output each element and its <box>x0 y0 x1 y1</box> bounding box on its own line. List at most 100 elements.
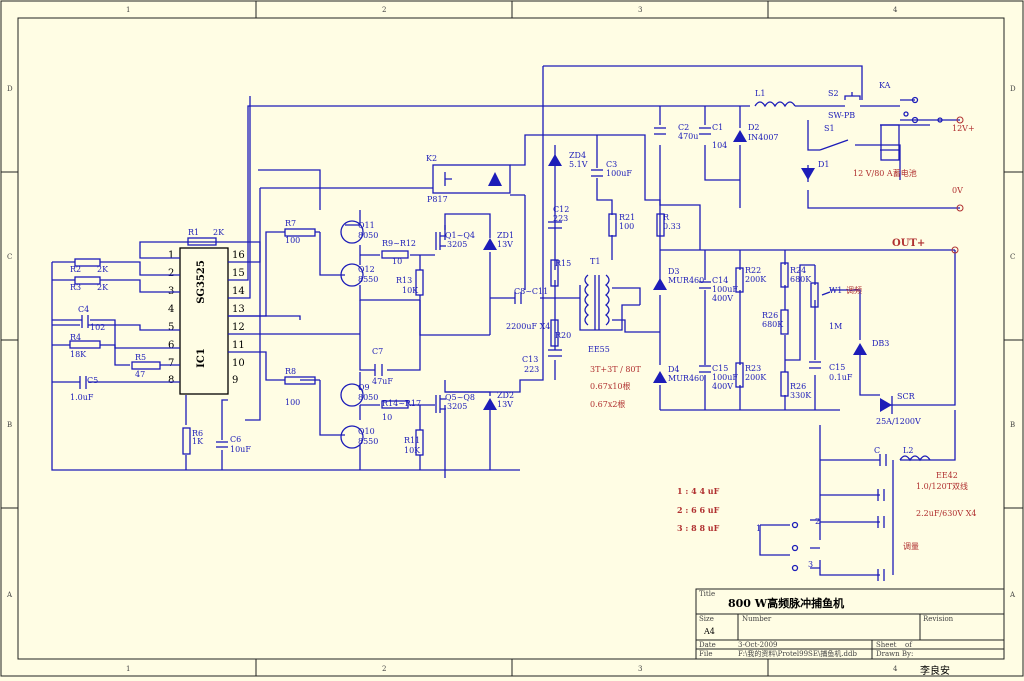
ic-pin-10: 10 <box>232 358 245 369</box>
transistor-q10 <box>340 425 364 449</box>
col-label-3-bottom: 3 <box>638 665 642 673</box>
value-c16: 0.1uF <box>829 373 853 382</box>
label-c6: C6 <box>230 435 241 444</box>
drawn-by-label: Drawn By: <box>876 650 913 658</box>
zener-zd2 <box>483 398 497 410</box>
title-label: Title <box>699 590 715 598</box>
label-q11: Q11 <box>358 221 375 230</box>
value-r11: 10K <box>404 446 421 455</box>
value-r13: 10K <box>402 286 419 295</box>
resistor-r22 <box>735 267 744 293</box>
sheet-label: Sheet <box>876 641 897 649</box>
label-c1: C1 <box>712 123 723 132</box>
label-r21: R21 <box>619 213 635 222</box>
ic-pin-7: 7 <box>168 358 174 369</box>
revision-label: Revision <box>923 615 954 623</box>
value-r14-r17: 10 <box>382 413 392 422</box>
value-zd4: 5.1V <box>569 160 588 169</box>
note-l2-winding: 1.0/120T双线 <box>916 481 968 491</box>
value-q11: 8050 <box>358 231 378 240</box>
diode-d3 <box>653 278 667 290</box>
value-q1-q4: 3205 <box>447 240 467 249</box>
value-r2: 2K <box>97 265 109 274</box>
note-adjust: 调量 <box>903 542 919 551</box>
label-c3: C3 <box>606 160 617 169</box>
inductor-l2 <box>899 455 931 462</box>
switch-s2 <box>844 92 861 100</box>
label-c14: C14 <box>712 276 728 285</box>
relay-ka <box>880 124 900 161</box>
value-c7: 47uF <box>372 377 393 386</box>
ic1-part: SG3525 <box>196 260 207 304</box>
col-label-2: 2 <box>382 6 386 14</box>
t1-wire-a: 0.67x10根 <box>590 381 631 391</box>
ic-pin-12: 12 <box>232 322 245 333</box>
value-r8: 100 <box>285 398 300 407</box>
selector-option-2: 2 : 6 6 uF <box>677 505 720 515</box>
row-label-b-right: B <box>1010 421 1015 429</box>
resistor-r4 <box>69 340 101 349</box>
label-q5-q8: Q5~Q8 <box>445 393 475 402</box>
label-zd4: ZD4 <box>569 151 586 160</box>
label-s1: S1 <box>824 124 835 133</box>
label-l1: L1 <box>755 89 765 98</box>
label-r1: R1 <box>188 228 199 237</box>
row-label-c-right: C <box>1010 253 1015 261</box>
col-label-4-bottom: 4 <box>893 665 898 673</box>
value-k2: P817 <box>427 195 448 204</box>
label-d4: D4 <box>668 365 680 374</box>
label-r11: R11 <box>404 436 420 445</box>
value-c12: 223 <box>553 214 568 223</box>
label-q9: Q9 <box>358 383 370 392</box>
label-r7: R7 <box>285 219 296 228</box>
label-c2: C2 <box>678 123 689 132</box>
label-r9-r12: R9~R12 <box>382 239 416 248</box>
col-label-1: 1 <box>126 6 130 14</box>
transformer-t1-secondary <box>604 274 610 326</box>
value-r22: 200K <box>745 275 767 284</box>
zener-zd4 <box>548 154 562 166</box>
label-zd2: ZD2 <box>497 391 514 400</box>
sheet-of: of <box>905 641 913 649</box>
resistor-r6 <box>182 427 191 455</box>
value-q5-q8: 3205 <box>447 402 467 411</box>
ic-pin-11: 11 <box>232 340 245 351</box>
value-c15: 100uF <box>712 373 738 382</box>
row-label-a: A <box>6 591 13 599</box>
transformer-t1-primary <box>584 274 590 326</box>
selector-switch-contact-1 <box>791 521 799 529</box>
value-r4: 18K <box>70 350 87 359</box>
label-r2: R2 <box>70 265 81 274</box>
col-label-3: 3 <box>638 6 642 14</box>
value-d2: IN4007 <box>748 133 779 142</box>
value-r1: 2K <box>213 228 225 237</box>
switch-pos-2: 2 <box>815 517 820 526</box>
label-scr: SCR <box>897 392 916 401</box>
selector-switch-contact-2 <box>791 544 799 552</box>
selector-switch-contact-3 <box>791 564 799 572</box>
value-r26-b: 330K <box>790 391 812 400</box>
optocoupler-k2 <box>432 164 511 194</box>
resistor-r-033 <box>656 213 665 237</box>
value-w1: 1M <box>829 322 842 331</box>
value-r21: 100 <box>619 222 634 231</box>
switch-pos-3: 3 <box>808 560 813 569</box>
component-symbols <box>69 92 964 581</box>
value-s2: SW-PB <box>828 111 855 120</box>
label-r: R <box>663 213 670 222</box>
value-r7: 100 <box>285 236 300 245</box>
label-r6: R6 <box>192 429 203 438</box>
value-r5: 47 <box>135 370 145 379</box>
ic-pin-9: 9 <box>232 375 238 386</box>
label-r15: R15 <box>555 259 571 268</box>
value-r: 0.33 <box>663 222 681 231</box>
value-c14: 100uF <box>712 285 738 294</box>
label-c12: C12 <box>553 205 569 214</box>
resistor-r26-330k <box>780 371 789 397</box>
resistor-r15 <box>550 259 559 287</box>
label-r24: R24 <box>790 266 806 275</box>
label-r8: R8 <box>285 367 296 376</box>
label-r4: R4 <box>70 333 81 342</box>
